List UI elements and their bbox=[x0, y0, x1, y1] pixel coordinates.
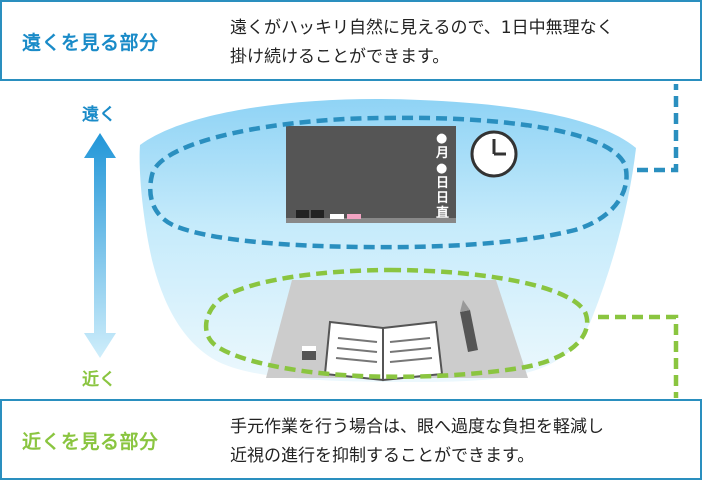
near-desc-line-1: 手元作業を行う場合は、眼へ過度な負担を軽減し bbox=[230, 417, 604, 437]
near-section-description: 手元作業を行う場合は、眼へ過度な負担を軽減し 近視の進行を抑制することができます… bbox=[230, 413, 604, 471]
blackboard-icon bbox=[286, 126, 456, 223]
near-label: 近く bbox=[82, 370, 116, 390]
eraser-icon bbox=[302, 346, 316, 360]
far-section-box: 遠くを見る部分 遠くがハッキリ自然に見えるので、1日中無理なく 掛け続けることが… bbox=[0, 0, 702, 81]
clock-icon bbox=[470, 130, 518, 178]
notebook-icon bbox=[323, 320, 444, 382]
near-zone-leader bbox=[598, 314, 679, 398]
far-zone-outline bbox=[147, 115, 629, 250]
up-down-arrow-icon bbox=[84, 133, 116, 358]
far-section-title: 遠くを見る部分 bbox=[22, 32, 159, 54]
blackboard-duty-text: ●月●日日直 bbox=[435, 131, 449, 221]
pencil-icon bbox=[460, 300, 478, 352]
near-section-box: 近くを見る部分 手元作業を行う場合は、眼へ過度な負担を軽減し 近視の進行を抑制す… bbox=[0, 399, 702, 480]
far-label: 遠く bbox=[82, 105, 116, 125]
near-desc-line-2: 近視の進行を抑制することができます。 bbox=[230, 446, 535, 466]
near-section-title: 近くを見る部分 bbox=[22, 431, 159, 453]
far-section-description: 遠くがハッキリ自然に見えるので、1日中無理なく 掛け続けることができます。 bbox=[230, 14, 614, 72]
far-desc-line-2: 掛け続けることができます。 bbox=[230, 47, 450, 67]
lens-shape bbox=[139, 98, 636, 382]
far-desc-line-1: 遠くがハッキリ自然に見えるので、1日中無理なく bbox=[230, 18, 614, 38]
near-zone-outline bbox=[203, 267, 590, 379]
far-zone-leader bbox=[637, 84, 679, 173]
